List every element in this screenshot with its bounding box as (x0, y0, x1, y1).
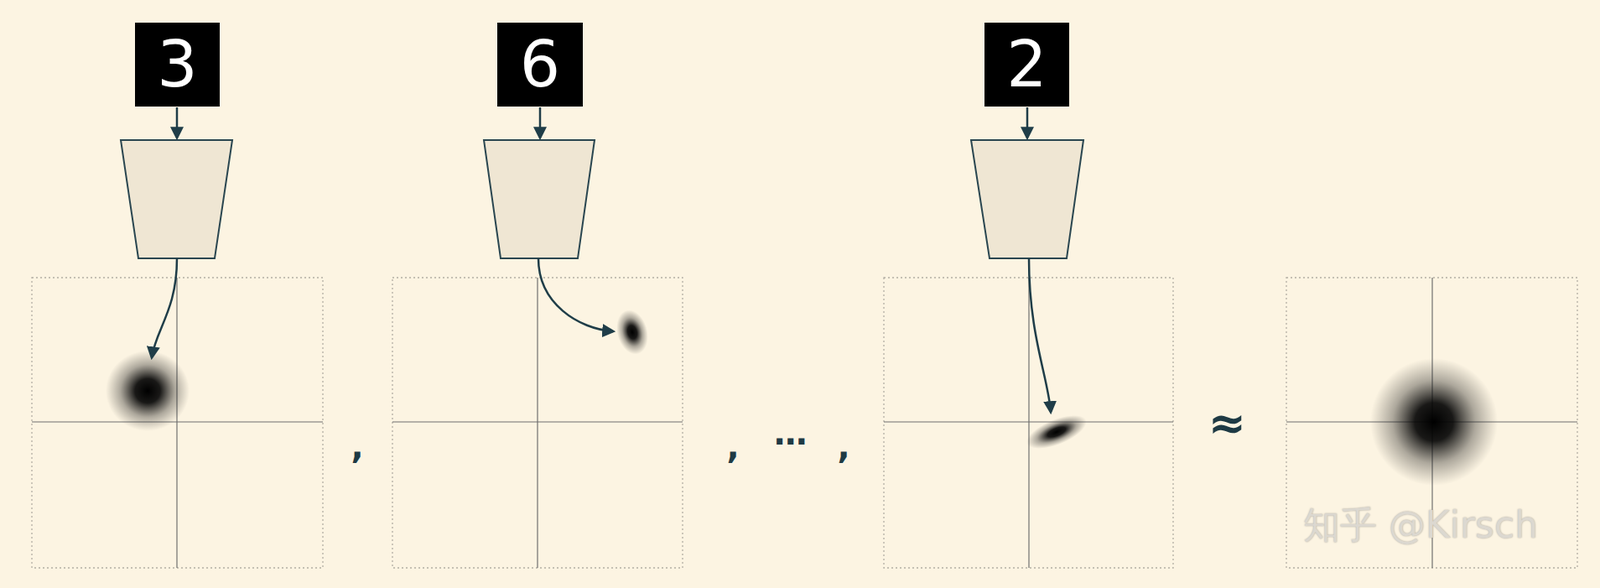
arrow (151, 107, 1051, 412)
digit-image: 3 (135, 22, 220, 107)
separator-comma: , (726, 429, 739, 463)
plot-axes (31, 277, 1578, 568)
latent-plot (31, 277, 1578, 568)
ellipsis: ⋯ (774, 424, 808, 458)
encoder-trapezoid (120, 140, 1084, 259)
separator-comma: , (350, 429, 364, 463)
digit-glyph: 2 (1006, 32, 1047, 97)
digit-glyph: 6 (519, 32, 561, 97)
watermark: 知乎 @Kirsch (1303, 506, 1538, 544)
approx-sign: ≈ (1207, 400, 1246, 447)
gaussian-blob (105, 306, 1498, 486)
digit-glyph: 3 (156, 32, 198, 97)
digit-image: 2 (984, 22, 1070, 107)
separator-comma: , (836, 429, 850, 463)
digit-image: 6 (497, 22, 583, 107)
